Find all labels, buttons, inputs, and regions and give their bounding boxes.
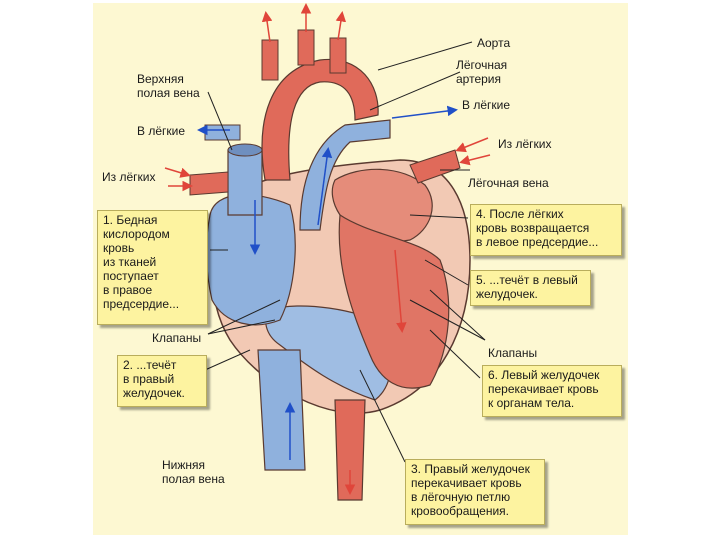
descending-aorta bbox=[334, 399, 366, 501]
label-superior-vena-cava: Верхняя полая вена bbox=[137, 72, 200, 100]
arrow-from-lungs-left bbox=[164, 167, 191, 178]
callout-step-3: 3. Правый желудочек перекачивает кровь в… bbox=[405, 459, 545, 525]
left-atrium bbox=[331, 168, 433, 242]
callout-step-5: 5. ...течёт в левый желудочек. bbox=[470, 270, 591, 306]
callout-step-4: 4. После лёгких кровь возвращается в лев… bbox=[470, 204, 622, 256]
label-from-lungs-left: Из лёгких bbox=[102, 170, 156, 184]
arrow-aorta-up-3 bbox=[335, 11, 347, 41]
inferior-vena-cava bbox=[257, 349, 306, 471]
callout-step-2: 2. ...течёт в правый желудочек. bbox=[117, 355, 207, 407]
superior-vena-cava bbox=[227, 149, 263, 216]
aorta-branch-1 bbox=[261, 39, 279, 81]
arrow-from-lungs-right bbox=[455, 137, 489, 153]
arrow-left-ventricle bbox=[394, 249, 407, 333]
aorta-branch-3 bbox=[329, 37, 347, 74]
aorta bbox=[261, 58, 379, 181]
arrow-aorta-up-1 bbox=[261, 11, 273, 43]
pulmonary-vein-right bbox=[409, 149, 461, 184]
label-from-lungs-right: Из лёгких bbox=[498, 137, 552, 151]
aorta-branch-2 bbox=[297, 29, 315, 66]
arrow-to-lungs-right bbox=[391, 105, 458, 119]
pulmonary-vein-left bbox=[189, 171, 229, 196]
label-valves-right: Клапаны bbox=[488, 346, 538, 360]
label-pulmonary-vein: Лёгочная вена bbox=[468, 176, 549, 190]
callout-step-6: 6. Левый желудочек перекачивает кровь к … bbox=[482, 365, 622, 417]
label-pulmonary-artery: Лёгочная артерия bbox=[456, 58, 508, 86]
label-inferior-vena-cava: Нижняя полая вена bbox=[162, 458, 225, 486]
label-aorta: Аорта bbox=[477, 36, 511, 50]
label-valves-left: Клапаны bbox=[152, 331, 202, 345]
arrow-from-lungs-right-2 bbox=[459, 154, 491, 166]
label-to-lungs-right: В лёгкие bbox=[462, 98, 511, 112]
callout-step-1: 1. Бедная кислородом кровь из тканей пос… bbox=[97, 210, 208, 325]
label-to-lungs-left: В лёгкие bbox=[137, 124, 186, 138]
left-ventricle bbox=[338, 213, 450, 389]
arrow-pulmonary-up bbox=[317, 147, 333, 226]
